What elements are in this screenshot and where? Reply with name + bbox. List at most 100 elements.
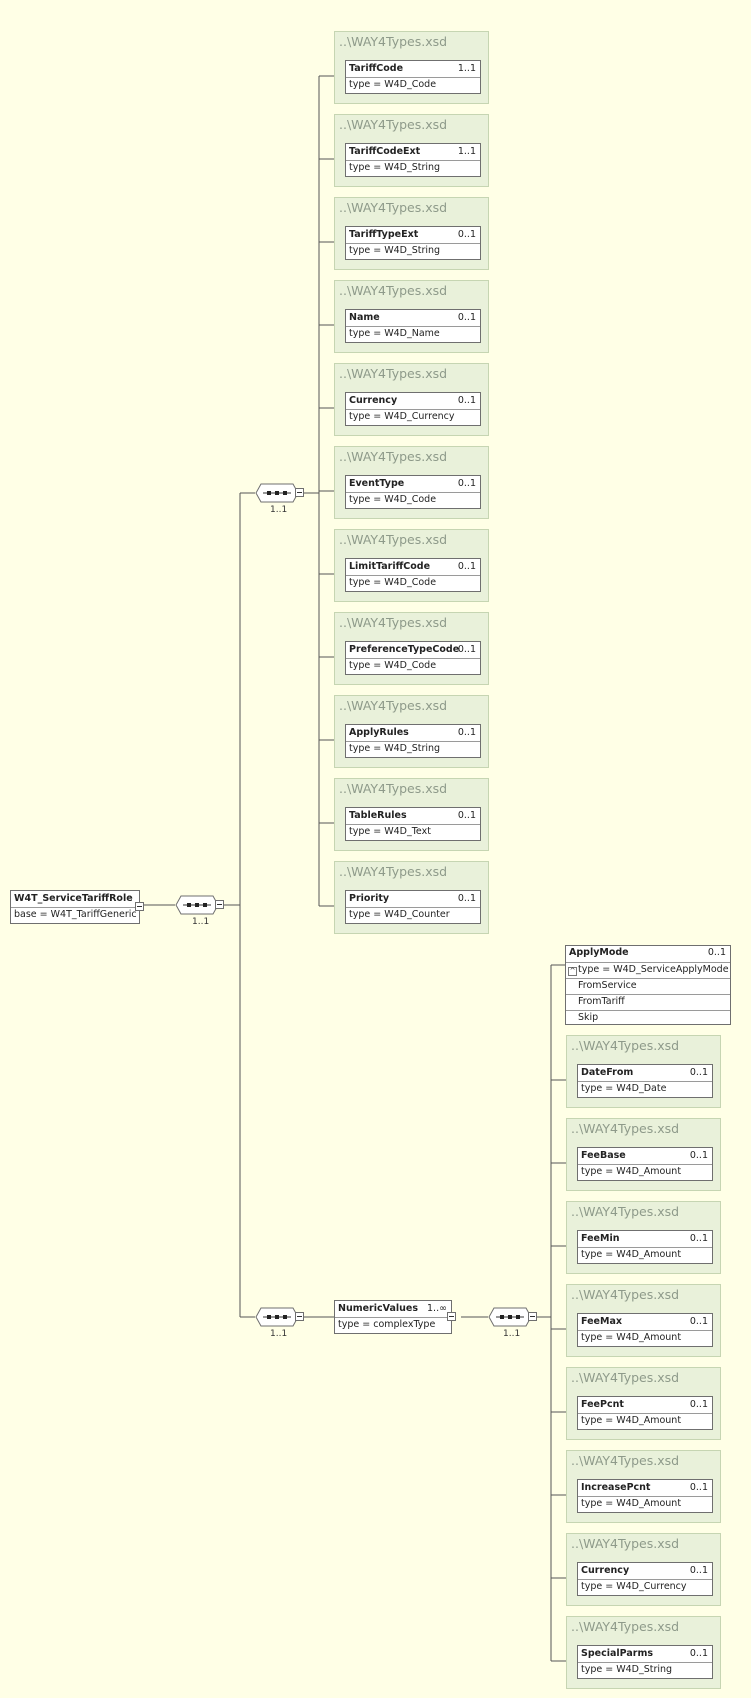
element-type: type = W4D_Currency [349,411,455,422]
sequence-compositor-c[interactable] [488,1307,532,1327]
element-name: TariffTypeExt [349,229,419,240]
element-separator [346,77,480,78]
apply-mode-enum-value: Skip [578,1012,599,1023]
element-type: type = W4D_Counter [349,909,450,920]
schema-element[interactable]: SpecialParms 0..1 type = W4D_String [577,1645,713,1679]
sequence-compositor-b[interactable] [255,1307,299,1327]
element-name: PreferenceTypeCode [349,644,460,655]
sequence-a-occurrence: 1..1 [270,505,288,515]
source-file-label: ..\WAY4Types.xsd [339,283,448,298]
source-file-label: ..\WAY4Types.xsd [571,1619,680,1634]
element-separator [346,160,480,161]
element-separator [578,1496,712,1497]
element-occurrence: 0..1 [689,1482,708,1493]
element-type: type = W4D_Code [349,577,437,588]
sequence-root-collapse-icon[interactable] [215,900,224,909]
expand-up-icon[interactable]: ^ [568,967,577,976]
source-file-label: ..\WAY4Types.xsd [339,781,448,796]
element-type: type = W4D_Amount [581,1249,682,1260]
element-separator [346,824,480,825]
element-separator [346,658,480,659]
sequence-compositor-a[interactable] [255,483,299,503]
sequence-b-occurrence: 1..1 [270,1329,288,1339]
apply-mode-element[interactable]: ApplyMode 0..1 type = W4D_ServiceApplyMo… [565,945,731,1025]
element-separator [346,741,480,742]
root-element[interactable]: W4T_ServiceTariffRole base = W4T_TariffG… [10,890,144,924]
source-file-label: ..\WAY4Types.xsd [339,366,448,381]
element-type: type = W4D_String [349,743,441,754]
element-occurrence: 0..1 [689,1565,708,1576]
apply-mode-enum-value: FromService [578,980,637,991]
element-name: SpecialParms [581,1648,653,1659]
apply-mode-enum-value: FromTariff [578,996,625,1007]
element-occurrence: 0..1 [689,1648,708,1659]
sequence-a-collapse-icon[interactable] [295,488,304,497]
apply-mode-name: ApplyMode [569,947,629,958]
element-type: type = W4D_String [581,1664,673,1675]
element-name: DateFrom [581,1067,634,1078]
root-collapse-icon[interactable] [135,902,144,911]
sequence-b-collapse-icon[interactable] [295,1312,304,1321]
element-occurrence: 0..1 [457,727,476,738]
numeric-values-collapse-icon[interactable] [447,1312,456,1321]
schema-element[interactable]: FeeMax 0..1 type = W4D_Amount [577,1313,713,1347]
numeric-values-separator [335,1317,451,1318]
element-type: type = W4D_Amount [581,1415,682,1426]
element-separator [346,492,480,493]
element-type: type = W4D_Amount [581,1332,682,1343]
element-name: FeeMax [581,1316,622,1327]
sequence-compositor-root[interactable] [175,895,219,915]
source-file-label: ..\WAY4Types.xsd [571,1038,680,1053]
element-separator [346,326,480,327]
source-file-label: ..\WAY4Types.xsd [339,698,448,713]
element-type: type = W4D_Amount [581,1166,682,1177]
source-file-label: ..\WAY4Types.xsd [339,449,448,464]
schema-element[interactable]: TariffCodeExt 1..1 type = W4D_String [345,143,481,177]
source-file-label: ..\WAY4Types.xsd [571,1370,680,1385]
element-name: TariffCodeExt [349,146,421,157]
element-occurrence: 0..1 [457,810,476,821]
source-file-label: ..\WAY4Types.xsd [339,615,448,630]
sequence-c-collapse-icon[interactable] [528,1312,537,1321]
source-file-label: ..\WAY4Types.xsd [339,864,448,879]
element-name: IncreasePcnt [581,1482,651,1493]
element-type: type = W4D_String [349,245,441,256]
element-occurrence: 1..1 [457,146,476,157]
element-occurrence: 0..1 [457,312,476,323]
source-file-label: ..\WAY4Types.xsd [339,117,448,132]
numeric-values-type: type = complexType [338,1319,436,1330]
element-separator [578,1413,712,1414]
element-type: type = W4D_String [349,162,441,173]
element-type: type = W4D_Code [349,660,437,671]
element-type: type = W4D_Currency [581,1581,687,1592]
apply-mode-occurrence: 0..1 [707,947,726,958]
numeric-values-element[interactable]: NumericValues 1..∞ type = complexType [334,1300,456,1334]
sequence-c-occurrence: 1..1 [503,1329,521,1339]
element-name: Currency [581,1565,630,1576]
sequence-root-occurrence: 1..1 [192,917,210,927]
element-occurrence: 0..1 [689,1316,708,1327]
source-file-label: ..\WAY4Types.xsd [571,1204,680,1219]
